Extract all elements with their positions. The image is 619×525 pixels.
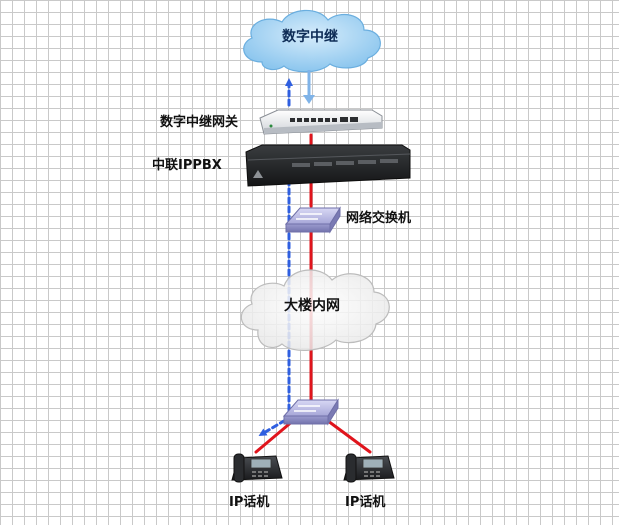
signal-line (254, 133, 372, 454)
gateway-ports-icon (290, 117, 358, 122)
media-flow (258, 78, 293, 437)
ip-phone-left-icon (231, 453, 283, 483)
gateway-device (259, 109, 383, 135)
switch-label: 网络交换机 (346, 211, 412, 226)
trunk-cloud (243, 9, 381, 73)
ippbx-slots-icon (292, 159, 398, 167)
phone-right-label: IP话机 (345, 495, 386, 510)
trunk-cloud-label: 数字中继 (282, 29, 338, 45)
ippbx-label: 中联IPPBX (152, 158, 222, 173)
ip-phone-right-icon (343, 453, 395, 483)
phone-left-label: IP话机 (229, 495, 270, 510)
ippbx-device (245, 144, 411, 187)
network-switch-icon (284, 206, 341, 234)
lan-cloud-label: 大楼内网 (284, 298, 340, 314)
lan-cloud (240, 269, 390, 351)
access-switch-icon (282, 398, 339, 426)
gateway-label: 数字中继网关 (160, 115, 239, 130)
trunk-down-arrow (303, 70, 315, 104)
